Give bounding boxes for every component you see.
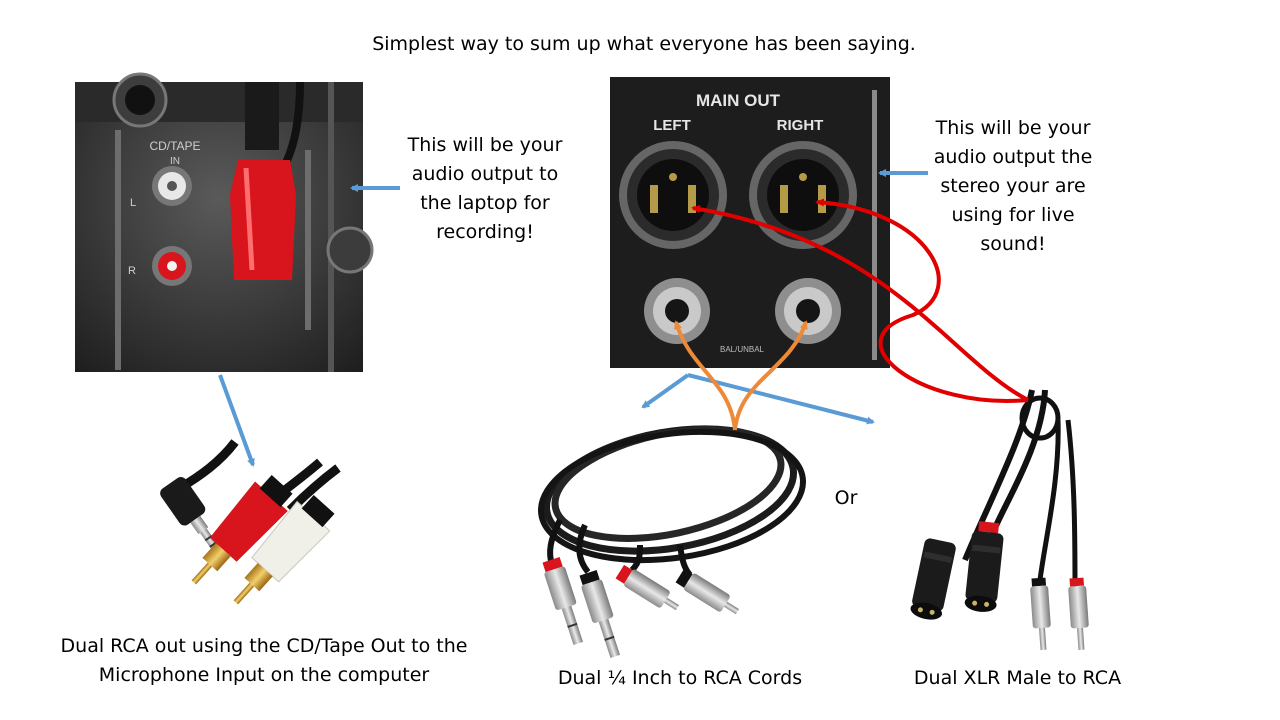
xlr-rca-cable-photo — [910, 389, 1089, 651]
note-line: This will be your — [935, 117, 1091, 139]
route-to-quarter-left — [674, 320, 737, 431]
quarter-inch-rca-cable-photo — [538, 425, 806, 659]
xlr-cable-rca-plug-1 — [1030, 577, 1051, 651]
quarter-inch-caption: Dual ¼ Inch to RCA Cords — [557, 667, 803, 689]
or-label: Or — [834, 487, 858, 509]
xlr-male-plug-2 — [964, 521, 1004, 612]
route-to-xlr-left — [691, 205, 1029, 402]
xlr-right-jack — [749, 141, 857, 249]
panel-sub-label: IN — [170, 156, 180, 167]
red-rca-plug — [191, 474, 293, 585]
note-line: This will be your — [407, 134, 563, 156]
page-title: Simplest way to sum up what everyone has… — [372, 33, 916, 55]
xlr-left-jack — [619, 141, 727, 249]
rca-plug-black-band — [675, 568, 740, 615]
bal-unbal-label: BAL/UNBAL — [720, 345, 765, 354]
white-rca-plug — [233, 494, 335, 605]
note-line: audio output to — [411, 163, 559, 185]
arrow-to-quarter-inch-cable — [641, 373, 690, 409]
cd-tape-panel-photo: CD/TAPE IN L R — [75, 72, 374, 372]
arrow-to-xlr-cable — [687, 373, 875, 425]
arrow-to-dual-rca-cable — [218, 374, 255, 467]
main-out-label: MAIN OUT — [696, 91, 781, 110]
route-to-quarter-right — [733, 320, 808, 431]
plugged-red-rca-cable — [230, 81, 304, 280]
note-line: stereo your are — [940, 175, 1086, 197]
channel-left-label: L — [130, 197, 136, 209]
live-sound-output-note: This will be your audio output the stere… — [918, 114, 1108, 259]
caption-line: Microphone Input on the computer — [98, 664, 430, 686]
dual-rca-caption: Dual RCA out using the CD/Tape Out to th… — [40, 632, 488, 690]
quarter-inch-right-jack — [775, 278, 841, 344]
xlr-connection-routes — [691, 198, 1029, 403]
quarter-inch-plug-2 — [579, 570, 621, 659]
left-output-label: LEFT — [653, 117, 691, 134]
quarter-inch-connection-routes — [674, 320, 808, 431]
route-to-xlr-right — [815, 198, 1029, 403]
note-line: sound! — [980, 233, 1046, 255]
panel-section-label: CD/TAPE — [149, 139, 200, 153]
laptop-output-note: This will be your audio output to the la… — [395, 131, 575, 247]
white-rca-jack — [152, 166, 192, 206]
note-line: audio output the — [933, 146, 1093, 168]
xlr-male-plug-1 — [910, 538, 956, 620]
quarter-inch-left-jack — [644, 278, 710, 344]
note-line: recording! — [436, 221, 534, 243]
xlr-caption: Dual XLR Male to RCA — [913, 667, 1122, 689]
right-output-label: RIGHT — [777, 117, 824, 134]
quarter-inch-plug-1 — [542, 557, 584, 646]
xlr-cable-rca-plug-2 — [1068, 577, 1089, 651]
caption-line: Dual RCA out using the CD/Tape Out to th… — [60, 635, 468, 657]
pointer-arrows — [218, 169, 928, 467]
dual-rca-cable-photo — [160, 439, 341, 605]
channel-right-label: R — [128, 265, 136, 277]
rca-plug-red-band — [615, 564, 680, 611]
note-line: the laptop for — [420, 192, 550, 214]
note-line: using for live — [951, 204, 1075, 226]
red-rca-jack — [152, 246, 192, 286]
